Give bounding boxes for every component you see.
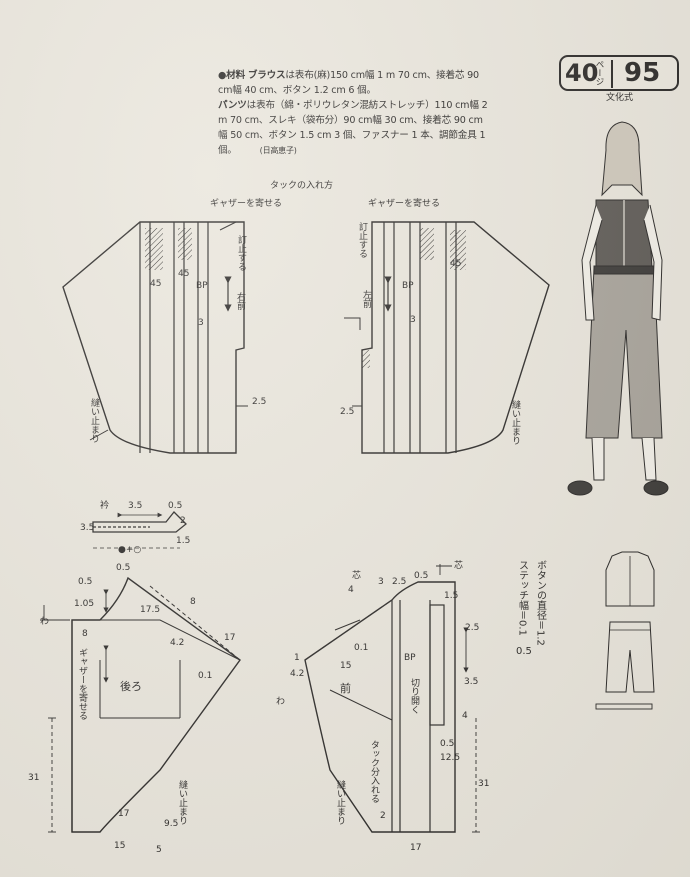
right-stitch-label: 訂止する: [357, 221, 368, 258]
front-bodice-draft: [304, 564, 480, 833]
front-n35: 3.5: [464, 677, 478, 687]
reference-page-label: ページ: [594, 60, 604, 86]
back-n5: 5: [156, 845, 162, 855]
front-n25b: 2.5: [465, 623, 479, 633]
front-n17: 17: [410, 843, 421, 853]
back-n01: 0.1: [198, 671, 212, 681]
drafting-system-label: 文化式: [606, 93, 634, 103]
back-n15: 15: [114, 841, 125, 851]
front-mark2: 芯: [454, 559, 463, 571]
tuck-diagram-left-front: [344, 221, 550, 454]
front-mark3: 芯: [352, 569, 361, 581]
back-n31: 31: [28, 773, 39, 783]
front-n1: 1: [294, 653, 300, 663]
blouse-label: ブラウス: [247, 70, 286, 81]
back-n42: 4.2: [170, 638, 184, 648]
back-n8: 8: [190, 597, 196, 607]
front-n4: 4: [348, 585, 354, 595]
button-diameter-note: ボタンの直径＝1.2: [535, 560, 547, 646]
back-n8b: 8: [82, 629, 88, 639]
front-mark: わ: [276, 696, 285, 707]
front-n125: 12.5: [440, 753, 460, 763]
left-angle-1: 45: [150, 279, 161, 289]
front-n05b: 0.5: [440, 739, 454, 749]
left-angle-2: 45: [178, 269, 189, 279]
front-n31: 31: [478, 779, 489, 789]
front-n05: 0.5: [414, 571, 428, 581]
collar-draft: [92, 511, 187, 549]
back-gather-label: ギャザーを寄せる: [77, 648, 88, 720]
collar-w2: 2: [180, 516, 186, 526]
right-angle-1: 45: [450, 259, 461, 269]
front-n42: 4.2: [290, 669, 304, 679]
collar-label: 衿: [100, 499, 109, 511]
back-label: 後ろ: [120, 679, 142, 693]
left-tuck-width: 3: [198, 318, 204, 328]
reference-page-number: 40: [565, 59, 599, 87]
stitch-width-note: ステッチ幅＝0.1: [517, 560, 529, 636]
stitch-width-note-2: 0.5: [516, 646, 532, 657]
back-n105: 1.05: [74, 599, 94, 609]
front-n15: 1.5: [444, 591, 458, 601]
designer-credit: (日高恵子): [259, 146, 297, 155]
right-gather-label: ギャザーを寄せる: [368, 197, 440, 209]
pants-materials: は表布（綿・ポリウレタン混紡ストレッチ）110 cm幅 2 m 70 cm、スレ…: [218, 100, 488, 156]
right-tuck-width: 3: [410, 315, 416, 325]
front-n2: 2: [380, 811, 386, 821]
collar-w35: 3.5: [128, 501, 142, 511]
front-n25: 2.5: [392, 577, 406, 587]
back-n05: 0.5: [116, 563, 130, 573]
back-n05b: 0.5: [78, 577, 92, 587]
right-bp-label: BP: [402, 281, 414, 291]
tuck-title: タックの入れ方: [270, 179, 333, 191]
front-n3: 3: [378, 577, 384, 587]
collar-height: 3.5: [80, 523, 94, 533]
back-n17b: 17: [118, 809, 129, 819]
front-n15b: 15: [340, 661, 351, 671]
materials-list: ●材料 ブラウスは表布(麻)150 cm幅 1 m 70 cm、接着芯 90 c…: [218, 68, 488, 158]
left-sew-stop: 縫い止まり: [89, 397, 100, 443]
back-n17: 17: [224, 633, 235, 643]
back-fold-mark: わ: [40, 616, 49, 627]
collar-w05: 0.5: [168, 501, 182, 511]
back-sew-stop: 縫い止まり: [177, 779, 188, 825]
front-sew-stop: 縫い止まり: [335, 779, 346, 825]
tuck-diagram-right-front: [62, 221, 248, 454]
right-hem-value: 2.5: [340, 407, 354, 417]
back-bodice-draft: [40, 576, 241, 833]
left-stitch-label: 訂止する: [236, 234, 247, 271]
collar-w15: 1.5: [176, 536, 190, 546]
page-number: 95: [624, 58, 661, 88]
front-bp-label: BP: [404, 653, 416, 663]
box-divider: [611, 60, 613, 88]
front-open-label: 切り開く: [409, 678, 420, 714]
blouse-materials: は表布(麻)150 cm幅 1 m 70 cm、接着芯 90 cm幅 40 cm…: [218, 70, 479, 96]
back-n95: 9.5: [164, 819, 178, 829]
front-n4b: 4: [462, 711, 468, 721]
right-sew-stop: 縫い止まり: [510, 399, 521, 445]
right-front-label: 左前: [361, 289, 372, 309]
front-tuck-sum: タック分入れる: [369, 740, 380, 803]
pants-label: パンツ: [218, 100, 247, 111]
materials-heading: ●材料: [218, 70, 245, 81]
back-n175: 17.5: [140, 605, 160, 615]
front-label: 前: [340, 681, 351, 695]
left-hem-value: 2.5: [252, 397, 266, 407]
collar-symbol: ●+○: [118, 545, 141, 555]
left-gather-label: ギャザーを寄せる: [210, 197, 282, 209]
page-reference-box: 40 ページ 95: [559, 55, 679, 91]
flat-sketches: [595, 551, 655, 710]
model-illustration: [567, 121, 669, 496]
front-n01: 0.1: [354, 643, 368, 653]
left-front-label: 右前: [235, 291, 246, 311]
left-bp-label: BP: [196, 281, 208, 291]
